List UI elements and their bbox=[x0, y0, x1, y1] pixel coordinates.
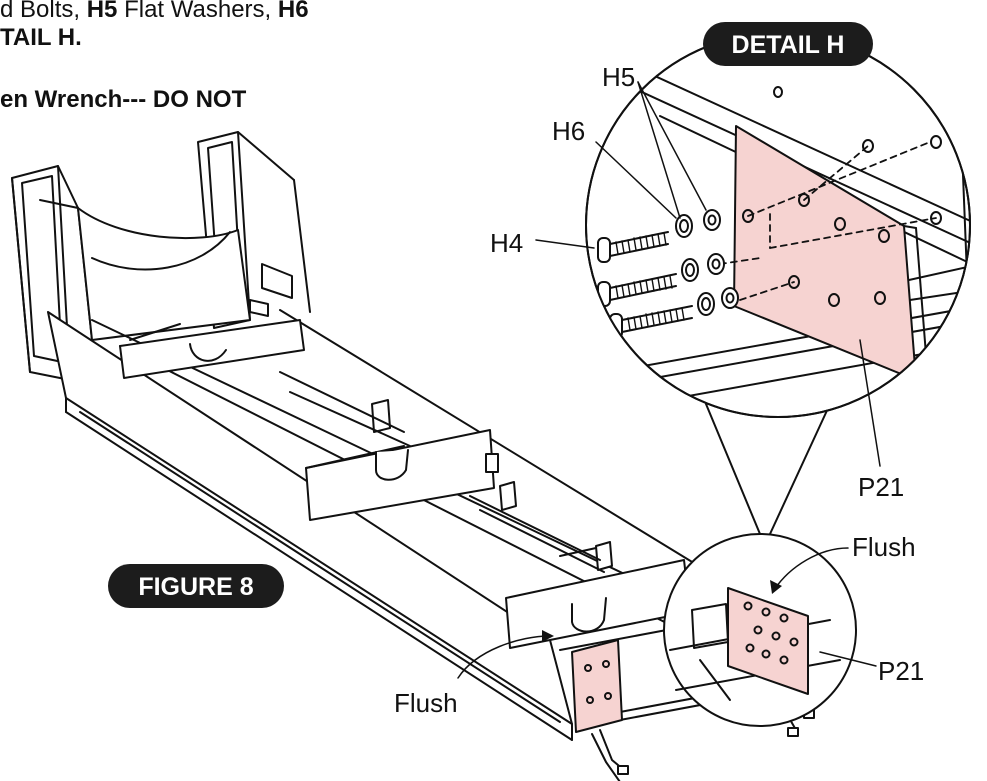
instruction-line-3: en Wrench--- DO NOT bbox=[0, 86, 247, 113]
instruction-line-2: TAIL H. bbox=[0, 24, 82, 51]
front-cross-panel bbox=[469, 481, 693, 649]
label-flush-right: Flush bbox=[852, 532, 916, 562]
back-panel bbox=[77, 207, 251, 341]
label-p21-small: P21 bbox=[878, 656, 924, 686]
label-h5: H5 bbox=[602, 62, 635, 92]
instruction-line-1: d Bolts, H5 Flat Washers, H6 bbox=[0, 0, 309, 23]
leader-lines bbox=[457, 81, 881, 679]
label-h6: H6 bbox=[552, 116, 585, 146]
middle-cross-panel bbox=[279, 371, 499, 521]
label-p21-detail: P21 bbox=[858, 472, 904, 502]
small-callout-circle bbox=[663, 533, 857, 727]
detail-h-circle bbox=[585, 32, 971, 418]
figure-8-badge: FIGURE 8 bbox=[108, 564, 284, 608]
rear-cross-panel bbox=[119, 263, 305, 379]
detail-h-label: DETAIL H bbox=[732, 31, 845, 59]
label-flush-left: Flush bbox=[394, 688, 458, 718]
p21-panel-front bbox=[571, 639, 623, 733]
detail-h-badge: DETAIL H bbox=[703, 22, 873, 66]
label-h4: H4 bbox=[490, 228, 523, 258]
p21-panel-small bbox=[727, 587, 809, 695]
figure-8-label: FIGURE 8 bbox=[138, 573, 253, 601]
